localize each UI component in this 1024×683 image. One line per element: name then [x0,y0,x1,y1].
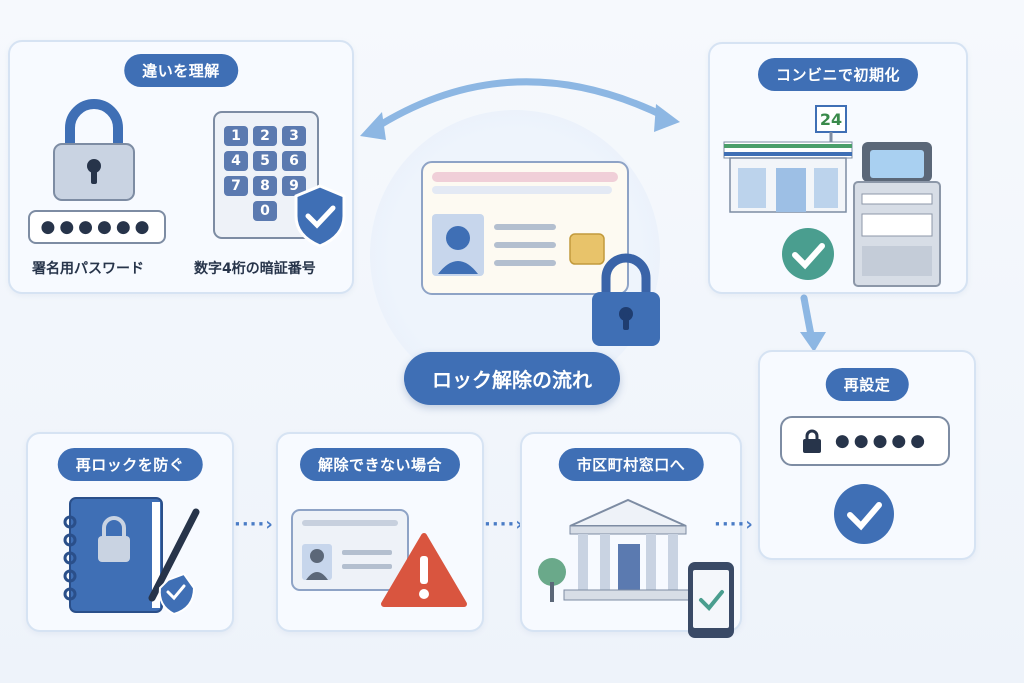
city-hall-icon [538,498,693,602]
connector-dots: ····› [484,514,524,535]
connector-dots: ····› [714,514,754,535]
padlock-icon [802,429,821,453]
store-sign-24: 24 [819,110,843,129]
id-card-icon [421,161,629,295]
keypad-key: 1 [224,126,248,146]
padlock-icon [592,253,660,346]
notebook-lock-icon [63,497,200,616]
panel-convenience: コンビニで初期化 24 [708,42,968,294]
page-title: ロック解除の流れ [404,352,620,405]
panel-office: 市区町村窓口へ [520,432,742,638]
keypad-key: 2 [253,126,277,146]
connector-dots: ····› [234,514,274,535]
pin-field: ●●●●● [780,416,950,466]
check-circle-icon [834,484,894,544]
card-warning-icon [291,509,467,607]
padlock-icon [53,99,135,201]
keypad-key: 8 [253,176,277,196]
panel-title-difference: 違いを理解 [124,54,238,87]
password-field: ●●●●●● [28,210,166,244]
panel-reset: 再設定 ●●●●● [758,350,976,560]
check-circle-icon [782,228,834,280]
panel-title-reset: 再設定 [825,368,909,401]
panel-title-convenience: コンビニで初期化 [757,58,919,91]
panel-prevent: 再ロックを防ぐ [26,432,234,632]
pin-mask: ●●●●● [834,431,930,451]
keypad-key: 5 [253,151,277,171]
panel-title-office: 市区町村窓口へ [558,448,704,481]
panel-cannot: 解除できない場合 [276,432,484,632]
keypad-key: 7 [224,176,248,196]
keypad-key: 6 [282,151,306,171]
pin-label: 数字4桁の暗証番号 [194,261,316,277]
panel-title-prevent: 再ロックを防ぐ [57,448,203,481]
store-icon [723,105,853,213]
keypad-key: 3 [282,126,306,146]
smartphone-check-icon [688,562,734,638]
kiosk-icon [853,142,941,287]
keypad-key: 4 [224,151,248,171]
keypad-key: 9 [282,176,306,196]
password-label: 署名用パスワード [32,261,144,277]
keypad-key: 0 [253,201,277,221]
shield-check-icon [294,184,346,248]
panel-title-cannot: 解除できない場合 [299,448,461,481]
